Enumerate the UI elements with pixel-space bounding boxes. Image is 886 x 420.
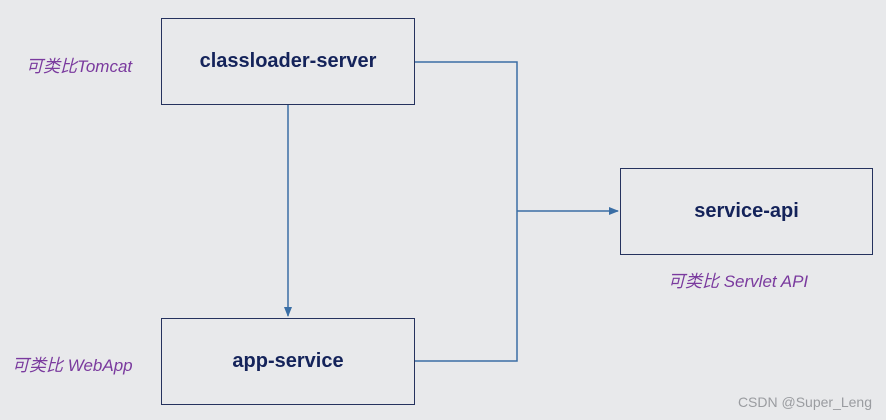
app-service-label: app-service (232, 350, 344, 372)
service-api-label: service-api (694, 200, 799, 222)
connector-classloader-to-junction (415, 61, 518, 211)
classloader-server-node: classloader-server (161, 18, 415, 105)
note-webapp: 可类比 WebApp (12, 356, 133, 375)
note-tomcat: 可类比Tomcat (26, 57, 133, 76)
app-service-node: app-service (161, 318, 415, 405)
classloader-server-label: classloader-server (199, 50, 377, 72)
connector-app-service-to-junction (415, 211, 518, 362)
note-servlet-api: 可类比 Servlet API (668, 272, 809, 291)
service-api-node: service-api (620, 168, 873, 255)
watermark: CSDN @Super_Leng (737, 394, 872, 410)
